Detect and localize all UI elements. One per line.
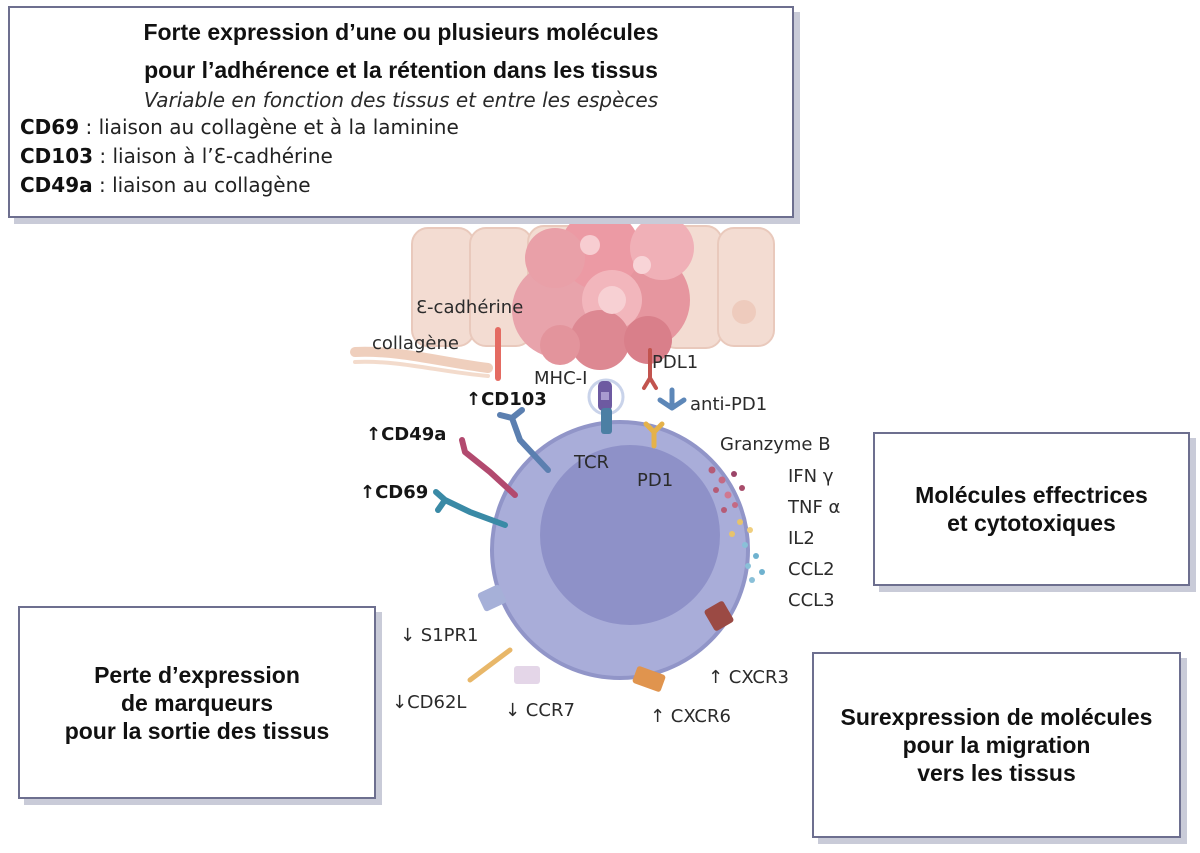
cd103-receptor bbox=[497, 407, 551, 473]
marker-desc: : liaison au collagène bbox=[92, 173, 311, 197]
marker-name: CD69 bbox=[20, 115, 80, 139]
label-cd69: ↑CD69 bbox=[360, 482, 429, 503]
effector-title-line2: et cytotoxiques bbox=[947, 510, 1116, 536]
effector-ccl2: CCL2 bbox=[788, 559, 835, 580]
label-cd62l: ↓CD62L bbox=[392, 692, 467, 713]
effector-il2: IL2 bbox=[788, 528, 815, 549]
adhesion-molecules-box: Forte expression d’une ou plusieurs molé… bbox=[8, 6, 794, 218]
migration-title-line3: vers les tissus bbox=[917, 760, 1076, 786]
cd69-receptor bbox=[433, 489, 508, 528]
loss-title-line1: Perte d’expression bbox=[94, 661, 300, 688]
cxcr6-receptor bbox=[632, 666, 666, 692]
marker-desc: : liaison au collagène et à la laminine bbox=[79, 115, 459, 139]
cxcr3-receptor bbox=[704, 601, 734, 631]
label-mhc: MHC-I bbox=[534, 368, 588, 389]
effector-tnf-alpha: TNF α bbox=[788, 497, 841, 518]
cd49a-receptor bbox=[459, 437, 518, 498]
label-ccr7: ↓ CCR7 bbox=[505, 700, 575, 721]
label-cd103: ↑CD103 bbox=[466, 389, 547, 410]
marker-desc: : liaison à l’Ɛ-cadhérine bbox=[93, 144, 333, 168]
marker-line-cd69: CD69 : liaison au collagène et à la lami… bbox=[20, 113, 792, 142]
marker-line-cd103: CD103 : liaison à l’Ɛ-cadhérine bbox=[20, 142, 792, 171]
t-cell bbox=[490, 420, 750, 680]
collagen-fiber bbox=[350, 346, 493, 373]
adhesion-title-line1: Forte expression d’une ou plusieurs molé… bbox=[143, 19, 659, 45]
marker-name: CD103 bbox=[20, 144, 94, 168]
label-pd1: PD1 bbox=[637, 470, 674, 491]
effector-ifn-gamma: IFN γ bbox=[788, 466, 834, 487]
effector-title-line1: Molécules effectrices bbox=[915, 482, 1148, 508]
label-s1pr1: ↓ S1PR1 bbox=[400, 625, 479, 646]
exit-markers-loss-box: Perte d’expression de marqueurs pour la … bbox=[18, 606, 376, 799]
marker-line-cd49a: CD49a : liaison au collagène bbox=[20, 171, 792, 200]
tumor-cluster bbox=[512, 210, 694, 370]
label-pdl1: PDL1 bbox=[652, 352, 699, 373]
ccr7-receptor bbox=[514, 666, 540, 684]
effector-granzyme-b: Granzyme B bbox=[720, 434, 831, 455]
migration-molecules-box: Surexpression de molécules pour la migra… bbox=[812, 652, 1181, 838]
loss-title-line3: pour la sortie des tissus bbox=[64, 717, 330, 744]
effector-molecules-box: Molécules effectrices et cytotoxiques bbox=[873, 432, 1190, 586]
adhesion-subtitle: Variable en fonction des tissus et entre… bbox=[143, 88, 659, 112]
pdl1-molecule bbox=[642, 348, 658, 390]
adhesion-title-line2: pour l’adhérence et la rétention dans le… bbox=[144, 57, 658, 83]
effector-granules bbox=[708, 466, 765, 583]
label-tcr: TCR bbox=[574, 452, 610, 473]
label-collagene: collagène bbox=[372, 333, 459, 354]
antipd1-antibody bbox=[657, 387, 687, 411]
cd62l-receptor bbox=[467, 647, 513, 683]
label-antipd1: anti-PD1 bbox=[690, 394, 768, 415]
marker-name: CD49a bbox=[20, 173, 93, 197]
migration-title-line2: pour la migration bbox=[902, 732, 1091, 758]
migration-title-line1: Surexpression de molécules bbox=[840, 704, 1153, 730]
pd1-receptor bbox=[643, 421, 665, 449]
label-ecadherine: Ɛ-cadhérine bbox=[416, 297, 524, 318]
label-cxcr6: ↑ CXCR6 bbox=[650, 706, 731, 727]
label-cxcr3: ↑ CXCR3 bbox=[708, 667, 789, 688]
effector-ccl3: CCL3 bbox=[788, 590, 835, 611]
label-cd49a: ↑CD49a bbox=[366, 424, 447, 445]
loss-title-line2: de marqueurs bbox=[120, 689, 274, 716]
s1pr1-receptor bbox=[477, 584, 507, 612]
tcr-receptor bbox=[601, 408, 612, 434]
